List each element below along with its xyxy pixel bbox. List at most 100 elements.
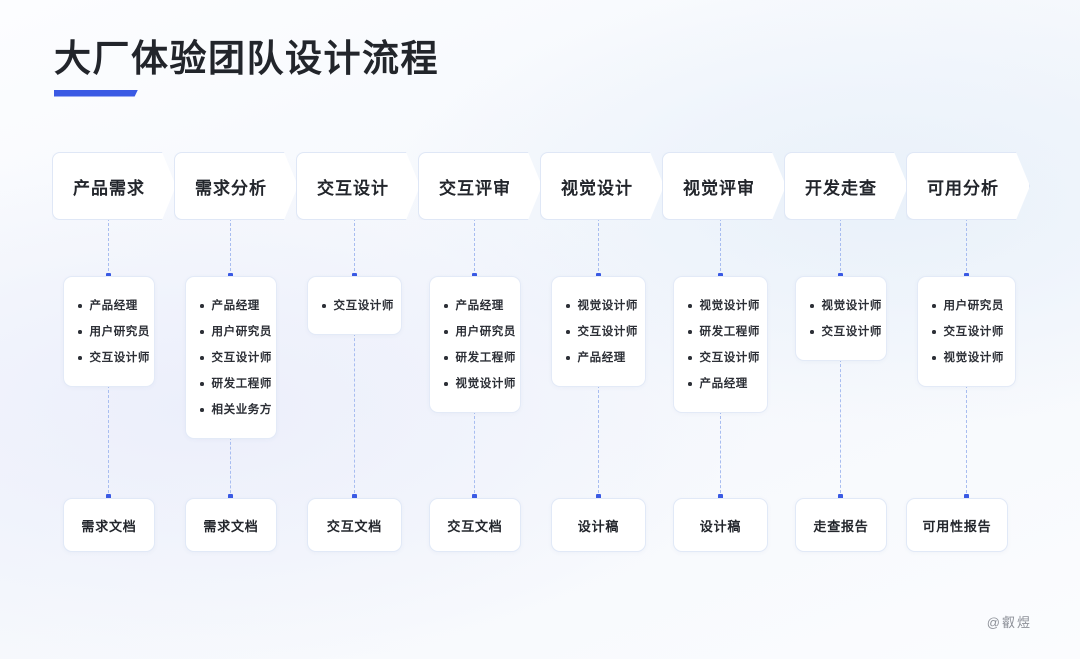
page-title: 大厂体验团队设计流程 — [54, 38, 439, 79]
role-item: 产品经理 — [186, 293, 276, 319]
role-label: 交互设计师 — [699, 352, 760, 364]
bullet-icon — [932, 330, 936, 334]
design-process-flow: 产品需求产品经理用户研究员交互设计师需求文档需求分析产品经理用户研究员交互设计师… — [0, 152, 1080, 572]
connector-dot — [717, 273, 723, 278]
role-item: 产品经理 — [64, 293, 154, 319]
deliverable-card-5[interactable]: 设计稿 — [551, 498, 646, 552]
role-label: 交互设计师 — [577, 326, 638, 338]
bullet-icon — [810, 304, 814, 308]
connector-roles-to-deliverable — [965, 385, 967, 498]
connector-roles-to-deliverable — [474, 411, 475, 498]
roles-card-6: 视觉设计师研发工程师交互设计师产品经理 — [673, 276, 768, 413]
connector-roles-to-deliverable — [353, 333, 355, 498]
stage-label: 开发走查 — [805, 178, 877, 198]
connector-dot — [351, 273, 357, 278]
stage-card-4[interactable]: 交互评审 — [418, 152, 542, 220]
deliverable-label: 需求文档 — [81, 518, 137, 534]
role-item: 交互设计师 — [64, 345, 154, 371]
connector-stage-to-roles — [719, 218, 721, 276]
role-item: 交互设计师 — [674, 345, 767, 371]
stage-card-2[interactable]: 需求分析 — [174, 152, 298, 220]
connector-dot — [838, 273, 843, 278]
connector-dot — [717, 494, 723, 499]
deliverable-label: 设计稿 — [699, 518, 742, 534]
role-label: 研发工程师 — [455, 352, 516, 364]
role-label: 视觉设计师 — [943, 352, 1004, 364]
role-label: 视觉设计师 — [699, 300, 760, 312]
role-item: 用户研究员 — [186, 319, 276, 345]
stage-label: 需求分析 — [195, 178, 267, 198]
bullet-icon — [932, 304, 936, 308]
deliverable-card-2[interactable]: 需求文档 — [185, 498, 277, 552]
stage-label: 交互评审 — [439, 178, 511, 198]
stage-card-6[interactable]: 视觉评审 — [662, 152, 786, 220]
stage-card-1[interactable]: 产品需求 — [52, 152, 176, 220]
stage-label: 交互设计 — [317, 178, 389, 198]
role-label: 用户研究员 — [943, 300, 1004, 312]
stage-card-7[interactable]: 开发走查 — [784, 152, 908, 220]
connector-roles-to-deliverable — [230, 437, 231, 498]
connector-dot — [595, 494, 601, 499]
deliverable-label: 交互文档 — [326, 518, 383, 534]
deliverable-label: 设计稿 — [577, 518, 620, 534]
stage-card-3[interactable]: 交互设计 — [296, 152, 420, 220]
roles-card-5: 视觉设计师交互设计师产品经理 — [551, 276, 646, 387]
role-label: 研发工程师 — [699, 326, 760, 338]
connector-dot — [106, 494, 111, 499]
deliverable-card-4[interactable]: 交互文档 — [429, 498, 521, 552]
role-item: 相关业务方 — [186, 397, 276, 423]
deliverable-label: 可用性报告 — [922, 518, 992, 534]
role-item: 视觉设计师 — [674, 293, 767, 319]
role-item: 交互设计师 — [552, 319, 645, 345]
role-label: 产品经理 — [455, 300, 504, 312]
connector-dot — [351, 494, 357, 499]
deliverable-label: 需求文档 — [203, 518, 259, 534]
role-label: 用户研究员 — [211, 326, 272, 338]
deliverable-card-3[interactable]: 交互文档 — [307, 498, 402, 552]
connector-roles-to-deliverable — [719, 411, 721, 498]
role-label: 交互设计师 — [821, 326, 882, 338]
bullet-icon — [810, 330, 814, 334]
stage-card-8[interactable]: 可用分析 — [906, 152, 1030, 220]
role-label: 产品经理 — [211, 300, 260, 312]
role-item: 用户研究员 — [430, 319, 520, 345]
role-item: 产品经理 — [552, 345, 645, 371]
connector-dot — [106, 273, 111, 278]
role-label: 交互设计师 — [89, 352, 150, 364]
role-item: 产品经理 — [430, 293, 520, 319]
role-item: 视觉设计师 — [552, 293, 645, 319]
connector-dot — [228, 494, 233, 499]
bullet-icon — [200, 382, 204, 386]
stage-label: 视觉设计 — [561, 178, 633, 198]
stage-label: 产品需求 — [73, 178, 145, 198]
deliverable-card-7[interactable]: 走查报告 — [795, 498, 887, 552]
connector-dot — [595, 273, 601, 278]
bullet-icon — [444, 304, 448, 308]
role-label: 产品经理 — [577, 352, 626, 364]
deliverable-card-6[interactable]: 设计稿 — [673, 498, 768, 552]
bullet-icon — [78, 304, 82, 308]
deliverable-card-8[interactable]: 可用性报告 — [906, 498, 1008, 552]
connector-stage-to-roles — [474, 218, 475, 276]
connector-dot — [472, 494, 477, 499]
role-item: 视觉设计师 — [918, 345, 1015, 371]
role-label: 产品经理 — [89, 300, 138, 312]
bullet-icon — [688, 304, 692, 308]
deliverable-label: 走查报告 — [813, 518, 869, 534]
deliverable-card-1[interactable]: 需求文档 — [63, 498, 155, 552]
connector-stage-to-roles — [840, 218, 841, 276]
page-header: 大厂体验团队设计流程 — [54, 38, 439, 97]
stage-card-5[interactable]: 视觉设计 — [540, 152, 664, 220]
roles-card-4: 产品经理用户研究员研发工程师视觉设计师 — [429, 276, 521, 413]
connector-roles-to-deliverable — [840, 359, 841, 498]
role-label: 研发工程师 — [211, 378, 272, 390]
role-label: 视觉设计师 — [821, 300, 882, 312]
role-item: 用户研究员 — [64, 319, 154, 345]
bullet-icon — [566, 330, 570, 334]
bullet-icon — [200, 408, 204, 412]
role-item: 研发工程师 — [186, 371, 276, 397]
bullet-icon — [932, 356, 936, 360]
bullet-icon — [688, 382, 692, 386]
